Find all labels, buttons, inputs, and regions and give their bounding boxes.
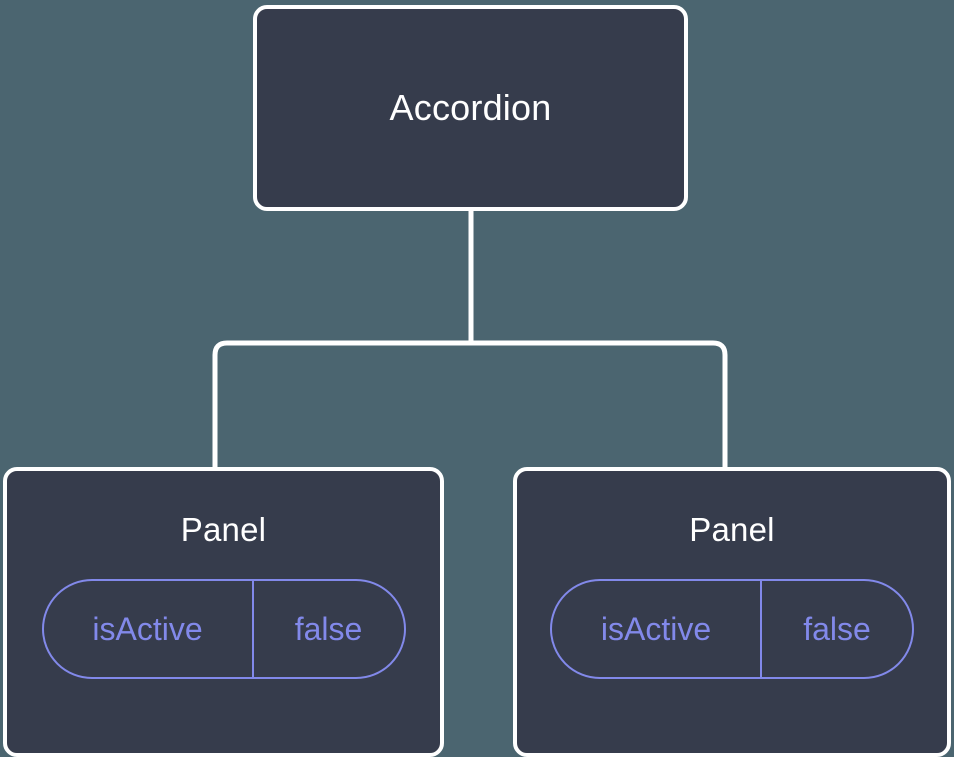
node-panel-2[interactable]: Panel isActive false [513, 467, 951, 757]
node-panel-2-label: Panel [689, 511, 775, 548]
node-accordion[interactable]: Accordion [253, 5, 688, 211]
state-key: isActive [44, 581, 254, 677]
node-panel-1[interactable]: Panel isActive false [3, 467, 444, 757]
state-pill-panel-2[interactable]: isActive false [550, 579, 914, 679]
state-value: false [294, 611, 363, 647]
state-key: isActive [552, 581, 762, 677]
state-value: false [803, 611, 871, 647]
node-accordion-label: Accordion [389, 87, 552, 128]
node-panel-1-label: Panel [180, 511, 267, 548]
edge-to-right-panel [471, 340, 728, 470]
edge-to-left-panel [212, 340, 471, 470]
component-tree-diagram: Accordion Panel isActive false Panel isA… [3, 5, 951, 757]
state-pill-panel-1[interactable]: isActive false [41, 579, 406, 679]
